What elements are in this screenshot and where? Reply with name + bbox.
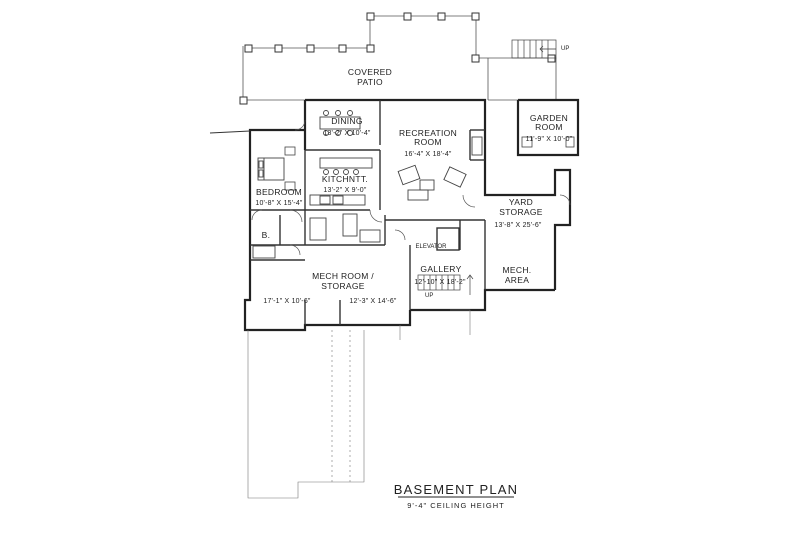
bath-label: B. <box>262 230 271 240</box>
covered-patio-label-line2: PATIO <box>357 77 383 87</box>
interior-walls <box>250 100 486 325</box>
bedroom-bed <box>257 157 285 181</box>
garden-label-line2: ROOM <box>535 122 563 132</box>
patio-columns <box>239 12 556 105</box>
mech-room-dims-right: 12'-3" X 14'-6" <box>349 298 397 305</box>
dining-table <box>319 110 361 136</box>
mech-room-dims-left: 17'-1" X 10'-6" <box>263 298 311 305</box>
garden-label-line1: GARDEN <box>530 113 568 123</box>
recreation-furniture <box>397 136 483 201</box>
elevator-label: ELEVATOR <box>415 244 447 250</box>
plan-title-block: BASEMENT PLAN 9'-4" CEILING HEIGHT <box>394 482 518 510</box>
kitchenette-dims: 13'-2" X 9'-0" <box>323 187 366 194</box>
mech-room-label-line2: STORAGE <box>321 281 365 291</box>
door-swings <box>251 119 571 256</box>
bedroom-window-line <box>209 130 251 134</box>
recreation-label-line2: ROOM <box>414 137 442 147</box>
gallery-label: GALLERY <box>420 264 461 274</box>
bedroom-nightstands <box>284 146 296 191</box>
mech-area-label-line2: AREA <box>505 275 529 285</box>
yard-storage-label-line1: YARD <box>509 197 533 207</box>
recreation-dims: 16'-4" X 18'-4" <box>404 151 452 158</box>
bedroom-label: BEDROOM <box>256 187 302 197</box>
mech-area-label-line1: MECH. <box>503 265 532 275</box>
stair-up-label: UP <box>561 46 569 52</box>
gallery-dims: 12'-10" X 18'-2" <box>414 279 466 286</box>
exterior-walls <box>243 98 580 332</box>
mech-equipment <box>252 213 381 259</box>
gallery-stair <box>417 274 474 295</box>
garden-dims: 11'-9" X 10'-0" <box>526 136 573 143</box>
site-outline <box>247 309 471 499</box>
recreation-label-line1: RECREATION <box>399 128 457 138</box>
bedroom-dims: 10'-8" X 15'-4" <box>255 200 303 207</box>
garden-room-fixtures <box>521 136 575 148</box>
dining-label: DINING <box>331 116 363 126</box>
mech-room-label-line1: MECH ROOM / <box>312 271 374 281</box>
yard-storage-label-line2: STORAGE <box>499 207 543 217</box>
yard-storage-dims: 13'-8" X 25'-6" <box>494 222 542 229</box>
gallery-stair-up-label: UP <box>425 293 433 299</box>
plan-subtitle: 9'-4" CEILING HEIGHT <box>407 501 504 510</box>
dining-dims: 13'-2" X 10'-4" <box>323 130 371 137</box>
kitchen-counter <box>309 157 373 206</box>
exterior-stair <box>511 39 557 59</box>
kitchenette-label: KITCHNTT. <box>322 174 368 184</box>
plan-title: BASEMENT PLAN <box>394 482 518 497</box>
covered-patio-outline <box>242 15 557 128</box>
room-labels: COVERED PATIO DINING 13'-2" X 10'-4" REC… <box>255 67 572 305</box>
covered-patio-label-line1: COVERED <box>348 67 392 77</box>
